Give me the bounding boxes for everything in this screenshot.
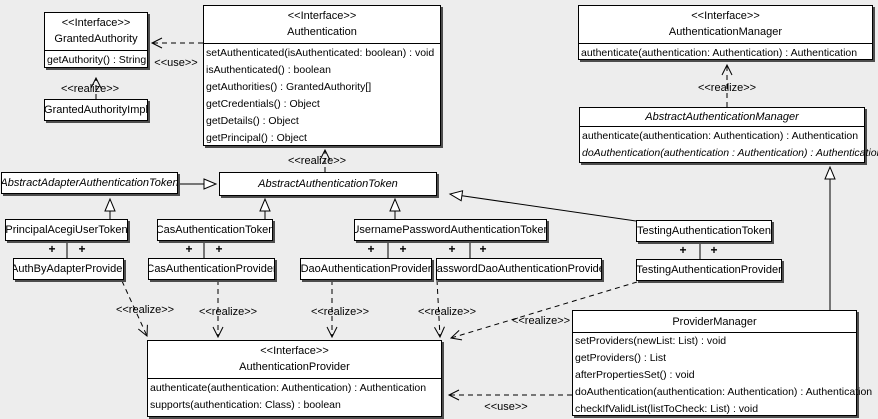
method: getDetails() : Object bbox=[206, 115, 299, 127]
class-name: PrincipalAcegiUserToken bbox=[5, 224, 128, 236]
method: getAuthority() : String bbox=[47, 54, 147, 66]
class-name: DaoAuthenticationProvider bbox=[300, 263, 432, 275]
method: authenticate(authentication: Authenticat… bbox=[582, 130, 859, 142]
class-auth-by-adapter-provider: AuthByAdapterProvider bbox=[13, 258, 124, 280]
association-plus: + bbox=[710, 243, 718, 257]
class-principal-acegi-user-token: PrincipalAcegiUserToken bbox=[5, 219, 128, 241]
method: authenticate(authentication: Authenticat… bbox=[581, 47, 858, 59]
class-provider-manager: ProviderManager setProviders(newList: Li… bbox=[572, 310, 873, 416]
class-name: AbstractAuthenticationToken bbox=[258, 178, 398, 190]
class-name: GrantedAuthority bbox=[54, 33, 138, 45]
class-dao-authentication-provider: DaoAuthenticationProvider bbox=[300, 258, 432, 280]
stereotype-label: <<Interface>> bbox=[691, 10, 760, 22]
class-authentication-manager: <<Interface>> AuthenticationManager auth… bbox=[578, 5, 873, 60]
class-name: GrantedAuthorityImpl bbox=[44, 104, 148, 116]
stereotype-label: <<Interface>> bbox=[260, 345, 329, 357]
method: doAuthentication(authentication: Authent… bbox=[575, 386, 873, 398]
class-username-password-authentication-token: UsernamePasswordAuthenticationToken bbox=[354, 219, 547, 241]
realize-label: <<realize>> bbox=[417, 306, 477, 318]
method: checkIfValidList(listToCheck: List) : vo… bbox=[575, 403, 759, 415]
class-granted-authority-impl: GrantedAuthorityImpl bbox=[44, 99, 148, 121]
class-abstract-authentication-manager: AbstractAuthenticationManager authentica… bbox=[579, 107, 878, 163]
realize-label: <<realize>> bbox=[60, 83, 120, 95]
class-name: UsernamePasswordAuthenticationToken bbox=[354, 224, 547, 236]
method: isAuthenticated() : boolean bbox=[206, 64, 331, 76]
method: setProviders(newList: List) : void bbox=[575, 335, 727, 347]
class-name: AuthenticationProvider bbox=[239, 361, 350, 373]
method: supports(authentication: Class) : boolea… bbox=[150, 399, 341, 411]
realize-label: <<realize>> bbox=[697, 82, 757, 94]
association-plus: + bbox=[448, 242, 456, 256]
method: getPrincipal() : Object bbox=[206, 132, 307, 144]
class-abstract-authentication-token: AbstractAuthenticationToken bbox=[219, 172, 437, 196]
class-abstract-adapter-authentication-token: AbstractAdapterAuthenticationToken bbox=[1, 172, 178, 194]
class-name: ProviderManager bbox=[672, 316, 757, 328]
realize-label: <<realize>> bbox=[198, 306, 258, 318]
realize-label: <<realize>> bbox=[310, 306, 370, 318]
class-name: TestingAuthenticationToken bbox=[637, 225, 771, 237]
class-testing-authentication-provider: TestingAuthenticationProvider bbox=[636, 259, 782, 281]
association-plus: + bbox=[367, 242, 375, 256]
class-cas-authentication-token: CasAuthenticationToken bbox=[157, 219, 273, 241]
realize-label: <<realize>> bbox=[511, 315, 571, 327]
class-name: AuthByAdapterProvider bbox=[13, 263, 124, 275]
class-name: Authentication bbox=[287, 26, 357, 38]
association-plus: + bbox=[185, 242, 193, 256]
class-authentication-provider: <<Interface>> AuthenticationProvider aut… bbox=[147, 340, 442, 417]
method: setAuthenticated(isAuthenticated: boolea… bbox=[206, 47, 435, 59]
class-testing-authentication-token: TestingAuthenticationToken bbox=[636, 220, 772, 242]
class-name: CasAuthenticationToken bbox=[157, 224, 273, 236]
class-authentication: <<Interface>> Authentication setAuthenti… bbox=[203, 5, 441, 146]
class-name: PasswordDaoAuthenticationProvider bbox=[436, 263, 602, 275]
association-plus: + bbox=[78, 242, 86, 256]
class-granted-authority: <<Interface>> GrantedAuthority getAuthor… bbox=[44, 12, 148, 68]
use-label: <<use>> bbox=[154, 57, 198, 69]
class-password-dao-authentication-provider: PasswordDaoAuthenticationProvider bbox=[436, 258, 602, 280]
method: getProviders() : List bbox=[575, 352, 667, 364]
method: afterPropertiesSet() : void bbox=[575, 369, 695, 381]
method: authenticate(authentication: Authenticat… bbox=[150, 382, 427, 394]
method: getCredentials() : Object bbox=[206, 98, 320, 110]
realize-label: <<realize>> bbox=[115, 304, 175, 316]
association-plus: + bbox=[399, 242, 407, 256]
class-name: AbstractAuthenticationManager bbox=[645, 111, 799, 123]
use-label: <<use>> bbox=[484, 401, 528, 413]
association-plus: + bbox=[215, 242, 223, 256]
association-plus: + bbox=[679, 243, 687, 257]
class-name: TestingAuthenticationProvider bbox=[636, 264, 782, 276]
class-name: CasAuthenticationProvider bbox=[148, 263, 275, 275]
stereotype-label: <<Interface>> bbox=[61, 17, 131, 29]
realize-label: <<realize>> bbox=[287, 155, 347, 167]
class-name: AuthenticationManager bbox=[668, 26, 783, 38]
method: doAuthentication(authentication : Authen… bbox=[582, 147, 878, 159]
method: getAuthorities() : GrantedAuthority[] bbox=[206, 81, 372, 93]
class-name: AbstractAdapterAuthenticationToken bbox=[1, 177, 178, 189]
association-plus: + bbox=[48, 242, 56, 256]
association-plus: + bbox=[479, 242, 487, 256]
class-cas-authentication-provider: CasAuthenticationProvider bbox=[148, 258, 275, 280]
stereotype-label: <<Interface>> bbox=[287, 10, 357, 22]
